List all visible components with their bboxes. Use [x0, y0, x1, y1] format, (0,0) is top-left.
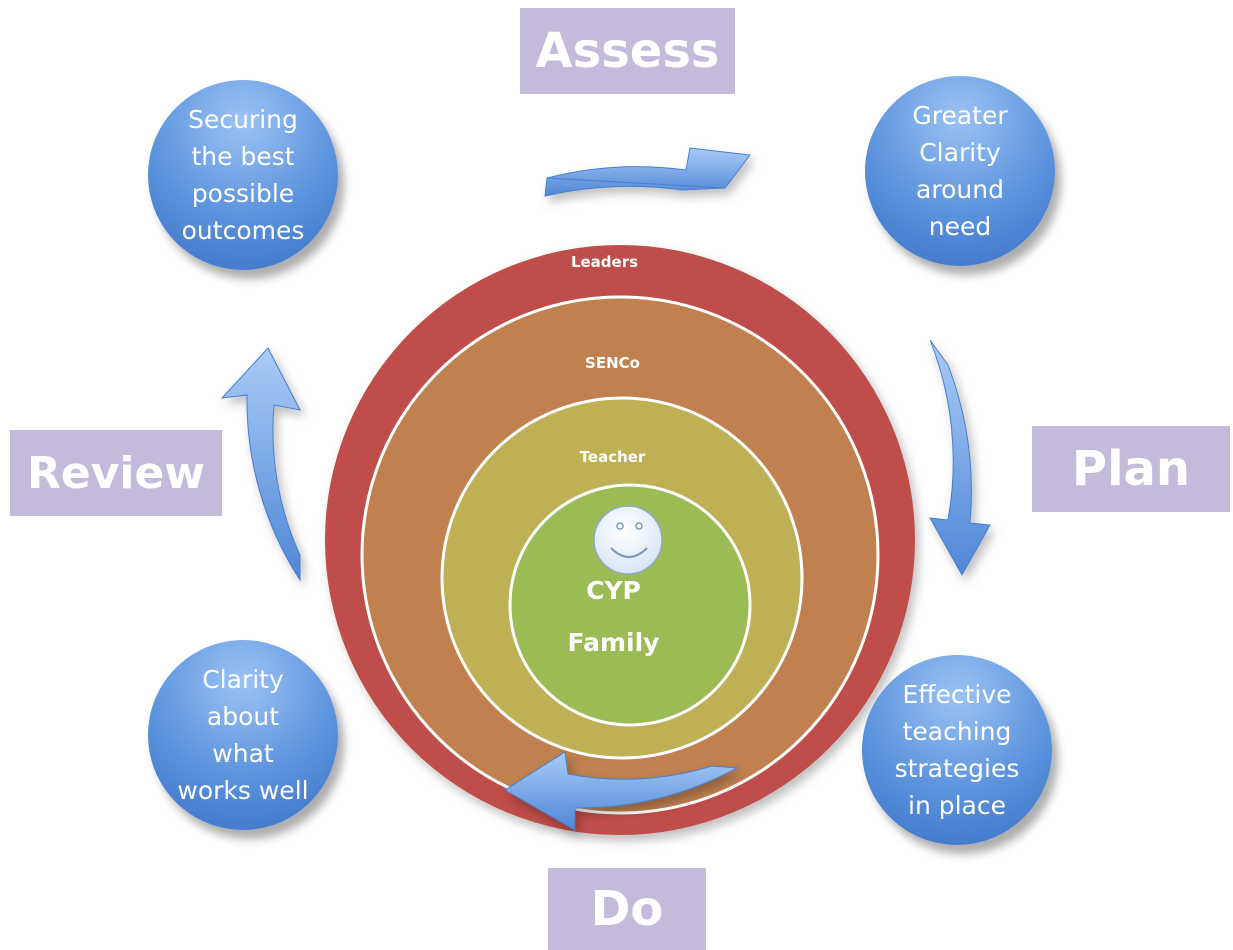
outcome-line: possible [191, 179, 295, 208]
assess-arrow-icon [544, 147, 751, 197]
ring-label-cyp: CYP [586, 576, 641, 605]
ring-label-senco: SENCo [585, 354, 640, 372]
outcome-line: Effective [902, 680, 1012, 709]
smiley-face-icon [593, 505, 663, 575]
outcome-line: the best [191, 142, 295, 171]
review-arrow-icon [220, 347, 301, 582]
outcome-line: Securing [188, 105, 298, 134]
plan-arrow-icon [929, 339, 991, 577]
review-label: Review [10, 430, 222, 516]
ring-label-senior-leaders: Senior Leaders [0, 229, 1221, 273]
outcome-greater-clarity: Greater Clarity around need [865, 76, 1055, 266]
outcome-line: what [212, 739, 274, 768]
outcome-clarity-what-works: Clarity about what works well [148, 640, 338, 830]
plan-label: Plan [1032, 426, 1230, 512]
outcome-effective-teaching: Effective teaching strategies in place [862, 655, 1052, 845]
outcome-line: in place [908, 791, 1006, 820]
outcome-line: works well [177, 776, 309, 805]
ring-label-line: Senior [577, 231, 632, 249]
ring-label-line: Leaders [570, 253, 639, 271]
outcome-line: about [206, 702, 280, 731]
outcome-line: Greater [912, 101, 1008, 130]
outcome-line: outcomes [181, 216, 305, 245]
ring-label-family: Family [567, 628, 660, 657]
do-label: Do [548, 868, 706, 950]
outcome-line: around [916, 175, 1004, 204]
ring-label-teacher: Teacher [579, 448, 646, 466]
ring-cyp [508, 483, 752, 727]
do-arrow-icon [504, 751, 739, 831]
outcome-line: Clarity [919, 138, 1001, 167]
outcome-line: Clarity [202, 665, 284, 694]
assess-label: Assess [520, 8, 735, 94]
outcome-line: teaching [902, 717, 1012, 746]
outcome-securing-best-outcomes: Securing the best possible outcomes [148, 80, 338, 270]
outcome-line: need [928, 212, 992, 241]
outcome-line: strategies [894, 754, 1020, 783]
